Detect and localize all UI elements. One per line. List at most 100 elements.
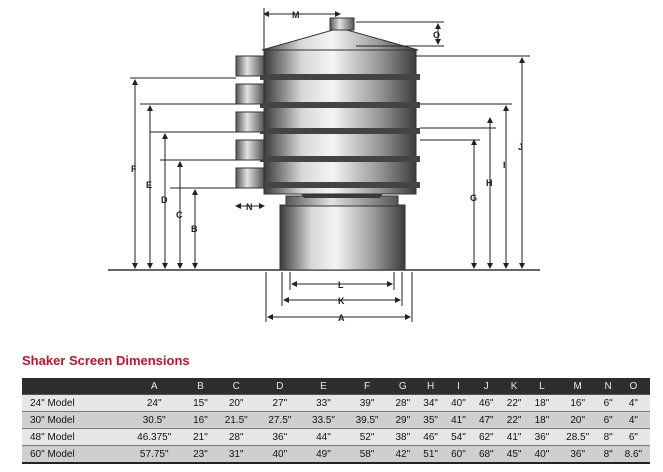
table-cell: 30.5" — [121, 411, 187, 429]
table-row: 60" Model 57.75" 23" 31" 40" 49" 58" 42"… — [22, 445, 650, 464]
section-title: Shaker Screen Dimensions — [22, 353, 190, 368]
dimensions-table: A B C D E F G H I J K L M N O 24" Model … — [22, 378, 650, 464]
table-cell: 46" — [472, 394, 501, 412]
table-cell: 8" — [599, 445, 617, 464]
column-header: K — [500, 378, 529, 395]
table-cell: 35" — [416, 411, 445, 429]
table-row: 30" Model 30.5" 16" 21.5" 27.5" 33.5" 39… — [22, 411, 650, 429]
table-cell: 8.6" — [616, 445, 650, 464]
table-row: 48" Model 46.375" 21" 28" 36" 44" 52" 38… — [22, 428, 650, 446]
bottom-dimensions — [265, 272, 413, 322]
column-header: C — [214, 378, 259, 395]
discharge-spouts — [235, 55, 265, 189]
model-name: 60" Model — [22, 445, 122, 464]
table-cell: 45" — [500, 445, 529, 464]
table-cell: 40" — [444, 394, 473, 412]
table-cell: 28" — [388, 394, 417, 412]
column-header: L — [528, 378, 556, 395]
table-cell: 22" — [500, 411, 529, 429]
dim-label-m: M — [292, 10, 300, 20]
table-cell: 16" — [555, 394, 600, 412]
right-dimensions — [263, 8, 530, 269]
table-cell: 41" — [500, 428, 529, 446]
table-cell: 18" — [528, 411, 556, 429]
table-cell: 57.75" — [121, 445, 187, 464]
table-cell: 8" — [599, 428, 617, 446]
table-cell: 4" — [616, 394, 650, 412]
table-cell: 27.5" — [258, 411, 302, 429]
table-cell: 60" — [444, 445, 473, 464]
table-cell: 23" — [186, 445, 215, 464]
dim-label-e: E — [146, 180, 152, 190]
column-header: F — [345, 378, 389, 395]
table-cell: 33.5" — [301, 411, 346, 429]
table-cell: 39" — [345, 394, 389, 412]
table-cell: 46.375" — [121, 428, 187, 446]
left-dimensions — [130, 77, 265, 269]
column-header: H — [416, 378, 445, 395]
table-cell: 21" — [186, 428, 215, 446]
model-name: 24" Model — [22, 394, 122, 412]
table-cell: 15" — [186, 394, 215, 412]
table-cell: 6" — [599, 394, 617, 412]
table-cell: 36" — [555, 445, 600, 464]
table-cell: 18" — [528, 394, 556, 412]
dim-label-f: F — [131, 164, 137, 174]
table-cell: 46" — [416, 428, 445, 446]
table-cell: 36" — [258, 428, 302, 446]
table-header-row: A B C D E F G H I J K L M N O — [22, 378, 650, 395]
column-header: E — [301, 378, 346, 395]
dim-label-c: C — [176, 210, 183, 220]
column-header: J — [472, 378, 501, 395]
table-cell: 51" — [416, 445, 445, 464]
column-header: G — [388, 378, 417, 395]
shaker-base — [279, 192, 406, 271]
dim-label-i: I — [503, 160, 506, 170]
column-header: B — [186, 378, 215, 395]
table-cell: 40" — [528, 445, 556, 464]
table-cell: 20" — [555, 411, 600, 429]
dim-label-j: J — [518, 142, 523, 152]
table-cell: 29" — [388, 411, 417, 429]
table-cell: 6" — [616, 428, 650, 446]
table-cell: 40" — [258, 445, 302, 464]
table-cell: 44" — [301, 428, 346, 446]
table-cell: 36" — [528, 428, 556, 446]
table-cell: 21.5" — [214, 411, 259, 429]
column-header: M — [555, 378, 600, 395]
dim-label-b: B — [191, 224, 198, 234]
dim-label-h: H — [486, 178, 493, 188]
table-cell: 54" — [444, 428, 473, 446]
model-name: 30" Model — [22, 411, 122, 429]
column-header: O — [616, 378, 650, 395]
table-cell: 38" — [388, 428, 417, 446]
table-cell: 47" — [472, 411, 501, 429]
table-cell: 68" — [472, 445, 501, 464]
table-cell: 4" — [616, 411, 650, 429]
table-cell: 42" — [388, 445, 417, 464]
table-cell: 16" — [186, 411, 215, 429]
dimension-labels: F E D C B N M O J I H G L K A — [131, 10, 523, 323]
table-cell: 41" — [444, 411, 473, 429]
table-cell: 49" — [301, 445, 346, 464]
dim-label-g: G — [470, 193, 477, 203]
table-cell: 22" — [500, 394, 529, 412]
shaker-dimension-drawing: F E D C B N M O J I H G L K A — [108, 8, 540, 323]
column-header: D — [258, 378, 302, 395]
table-cell: 6" — [599, 411, 617, 429]
table-cell: 33" — [301, 394, 346, 412]
table-cell: 58" — [345, 445, 389, 464]
shaker-body — [260, 17, 420, 195]
dim-label-k: K — [338, 296, 345, 306]
table-row: 24" Model 24" 15" 20" 27" 33" 39" 28" 34… — [22, 394, 650, 412]
dim-label-a: A — [338, 313, 345, 323]
table-cell: 62" — [472, 428, 501, 446]
model-name: 48" Model — [22, 428, 122, 446]
table-cell: 34" — [416, 394, 445, 412]
table-cell: 20" — [214, 394, 259, 412]
dim-label-n: N — [246, 202, 253, 212]
table-cell: 28" — [214, 428, 259, 446]
column-header: A — [121, 378, 187, 395]
dim-label-d: D — [161, 195, 168, 205]
column-header — [22, 378, 122, 395]
